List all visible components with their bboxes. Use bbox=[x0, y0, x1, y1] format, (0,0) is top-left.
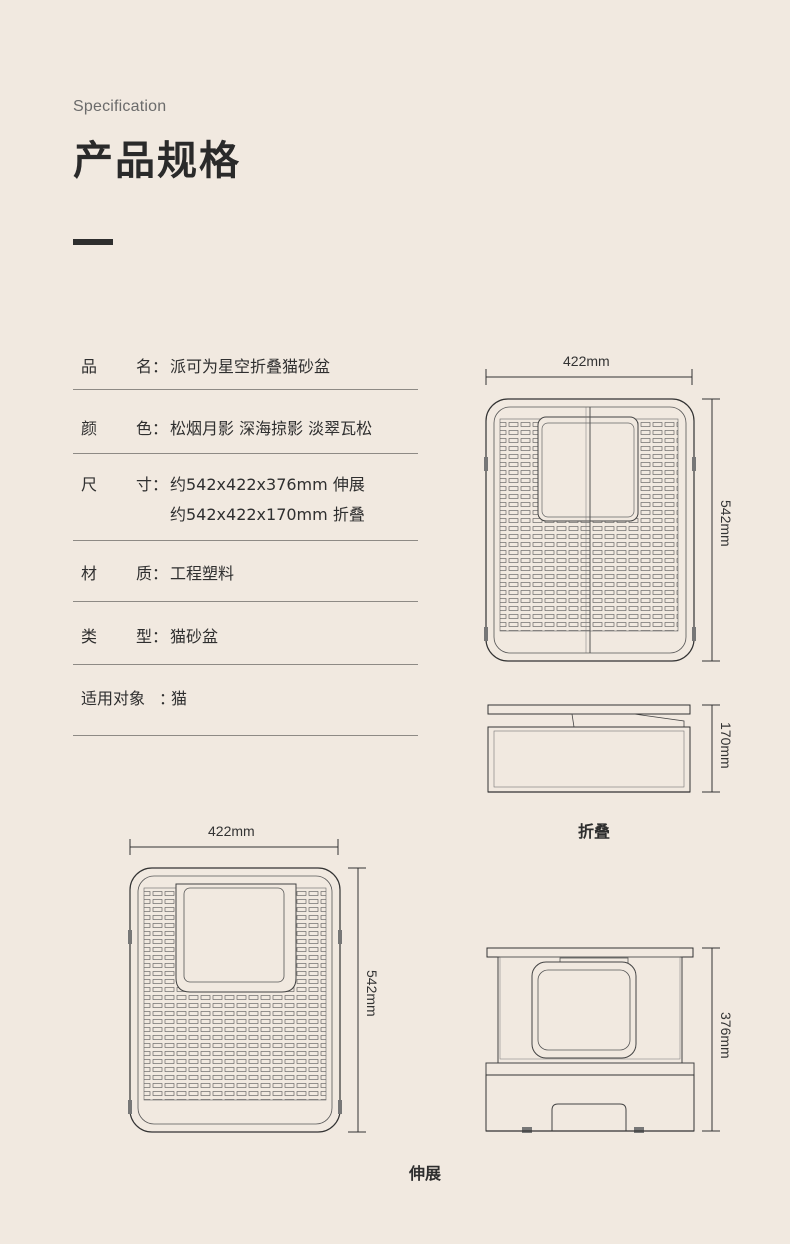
spec-key: 类 bbox=[81, 627, 98, 646]
folded-caption: 折叠 bbox=[578, 822, 611, 841]
spec-sep: ： bbox=[159, 689, 176, 708]
spec-key: 颜 bbox=[81, 419, 98, 438]
spec-row-type: 类 型 ： 猫砂盆 bbox=[73, 623, 418, 665]
spec-value: 约542x422x170mm 折叠 bbox=[170, 505, 365, 524]
spec-value: 约542x422x376mm 伸展 bbox=[170, 475, 365, 494]
extended-depth-label: 542mm bbox=[364, 970, 380, 1017]
folded-side-view-drawing bbox=[487, 704, 691, 793]
spec-row-name: 品 名 ： 派可为星空折叠猫砂盆 bbox=[73, 353, 418, 390]
spec-sep: ： bbox=[152, 564, 169, 583]
spec-value: 猫 bbox=[171, 689, 188, 708]
spec-row-material: 材 质 ： 工程塑料 bbox=[73, 560, 418, 602]
spec-key: 名 bbox=[136, 357, 153, 376]
spec-key: 寸 bbox=[136, 475, 153, 494]
spec-row-size: 尺 寸 ： 约542x422x376mm 伸展 约542x422x170mm 折… bbox=[73, 471, 418, 541]
folded-top-view-drawing bbox=[484, 398, 696, 662]
folded-depth-label: 542mm bbox=[718, 500, 734, 547]
folded-width-dimension-line bbox=[485, 369, 693, 385]
spec-row-target: 适用对象 ： 猫 bbox=[73, 685, 418, 736]
folded-height-dimension-line bbox=[702, 704, 720, 793]
extended-height-dimension-line bbox=[702, 947, 720, 1132]
extended-height-label: 376mm bbox=[718, 1012, 734, 1059]
spec-row-color: 颜 色 ： 松烟月影 深海掠影 淡翠瓦松 bbox=[73, 415, 418, 454]
spec-value: 猫砂盆 bbox=[170, 627, 219, 646]
extended-depth-dimension-line bbox=[348, 867, 366, 1133]
extended-top-view-drawing bbox=[128, 867, 342, 1133]
spec-sep: ： bbox=[152, 475, 169, 494]
spec-sep: ： bbox=[152, 627, 169, 646]
eyebrow-text: Specification bbox=[73, 98, 167, 115]
spec-key: 品 bbox=[81, 357, 98, 376]
spec-key: 尺 bbox=[81, 475, 98, 494]
extended-front-view-drawing bbox=[485, 947, 695, 1133]
folded-width-label: 422mm bbox=[563, 353, 610, 369]
spec-key: 材 bbox=[81, 564, 98, 583]
spec-key: 质 bbox=[136, 564, 153, 583]
spec-value: 派可为星空折叠猫砂盆 bbox=[170, 357, 331, 376]
spec-key: 色 bbox=[136, 419, 153, 438]
spec-key: 型 bbox=[136, 627, 153, 646]
extended-width-dimension-line bbox=[129, 839, 339, 855]
extended-caption: 伸展 bbox=[409, 1164, 442, 1183]
spec-sep: ： bbox=[152, 419, 169, 438]
spec-value: 工程塑料 bbox=[170, 564, 235, 583]
spec-sep: ： bbox=[152, 357, 169, 376]
folded-height-label: 170mm bbox=[718, 722, 734, 769]
spec-value: 松烟月影 深海掠影 淡翠瓦松 bbox=[170, 419, 373, 438]
spec-key: 适用对象 bbox=[81, 689, 146, 708]
title-divider bbox=[73, 239, 113, 245]
extended-width-label: 422mm bbox=[208, 823, 255, 839]
folded-depth-dimension-line bbox=[702, 398, 720, 662]
page-title: 产品规格 bbox=[73, 138, 241, 184]
